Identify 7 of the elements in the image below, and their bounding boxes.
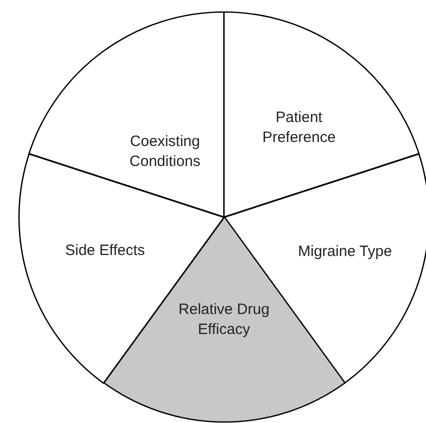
- slice-label: Coexisting Conditions: [128, 132, 202, 172]
- slice-label: Patient Preference: [261, 108, 337, 148]
- pie-slice: [224, 12, 419, 217]
- pie-slice: [29, 12, 224, 217]
- slice-label: Relative Drug Efficacy: [178, 300, 270, 340]
- slice-label: Side Effects: [64, 240, 146, 261]
- slice-label: Migraine Type: [297, 242, 393, 262]
